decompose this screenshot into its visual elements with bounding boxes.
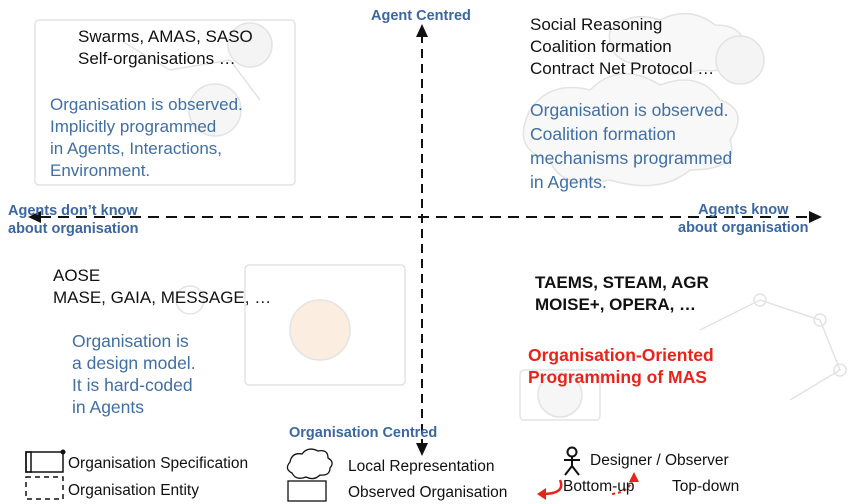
legend-bottom-up: Bottom-up	[563, 478, 635, 495]
horizontal-axis	[28, 211, 822, 223]
org-entity-icon	[25, 476, 64, 500]
top-left-examples: Swarms, AMAS, SASO Self-organisations …	[78, 27, 253, 68]
axis-right-label: Agents know about organisation	[678, 202, 809, 236]
legend-local-rep: Local Representation	[348, 458, 495, 475]
local-rep-cloud-icon	[286, 448, 333, 480]
bottom-right-examples: TAEMS, STEAM, AGR MOISE+, OPERA, …	[535, 273, 709, 314]
top-right-description: Organisation is observed. Coalition form…	[530, 100, 733, 192]
bottom-left-examples: AOSE MASE, GAIA, MESSAGE, …	[53, 266, 272, 307]
bottom-up-arrow-icon	[537, 479, 563, 500]
top-left-description: Organisation is observed. Implicitly pro…	[50, 95, 243, 180]
axis-bottom-label: Organisation Centred	[289, 425, 438, 441]
designer-person-icon	[564, 446, 580, 476]
top-right-examples: Social Reasoning Coalition formation Con…	[530, 15, 715, 78]
legend-org-spec: Organisation Specification	[68, 455, 249, 472]
oop-highlight: Organisation-Oriented Programming of MAS	[528, 345, 714, 387]
legend-observed-org: Observed Organisation	[348, 484, 508, 501]
background-watermark	[34, 12, 847, 421]
legend-org-entity: Organisation Entity	[68, 482, 199, 499]
axis-top-label: Agent Centred	[371, 8, 471, 24]
legend-top-down: Top-down	[672, 478, 740, 495]
legend-designer: Designer / Observer	[590, 452, 729, 469]
org-spec-icon	[25, 449, 66, 473]
observed-org-icon	[287, 480, 327, 502]
top-down-arrow-icon	[611, 472, 639, 495]
axis-left-label: Agents don’t know about organisation	[8, 203, 139, 237]
vertical-axis	[416, 24, 428, 456]
bottom-left-description: Organisation is a design model. It is ha…	[72, 331, 196, 417]
